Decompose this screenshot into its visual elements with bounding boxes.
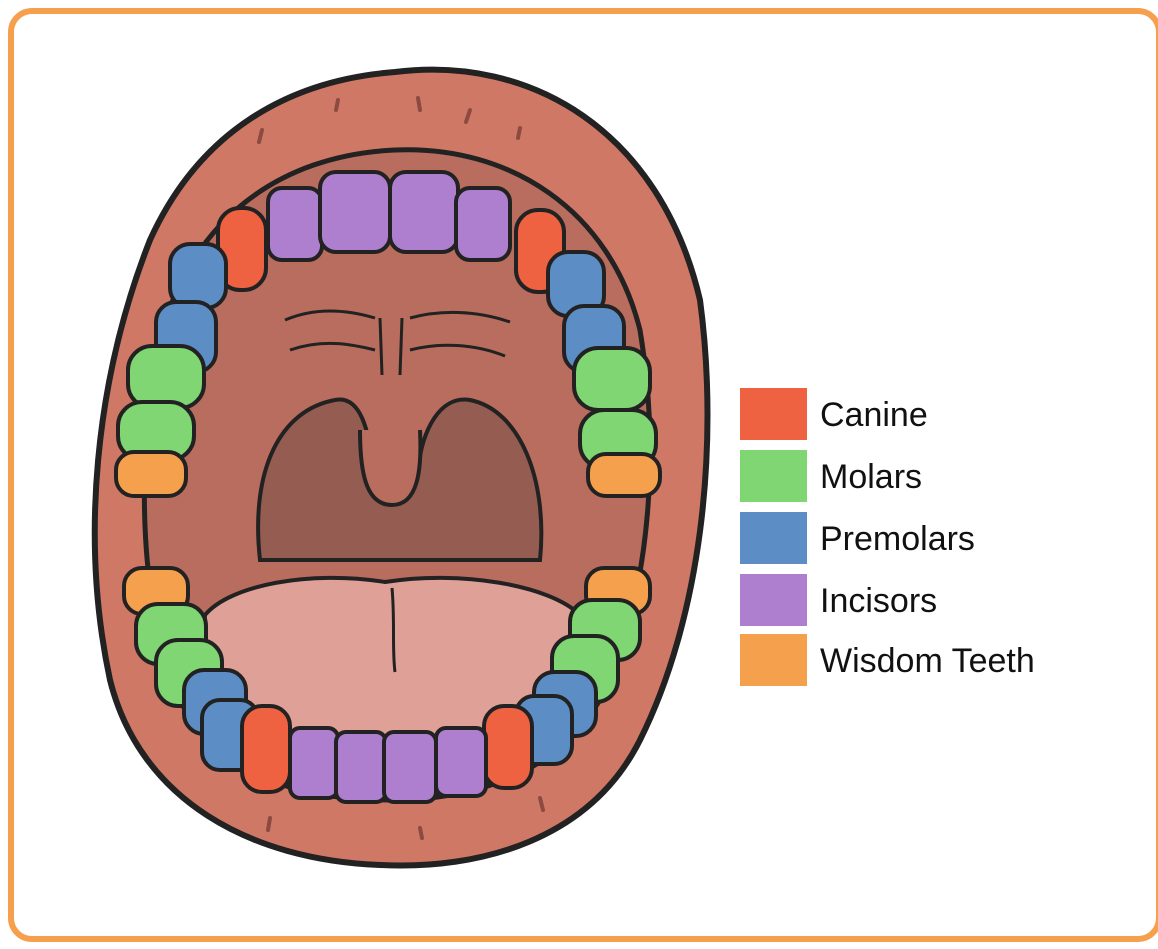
legend-label: Wisdom Teeth [820,641,1035,681]
legend-label: Molars [820,457,922,497]
upper-incisor-tooth [268,188,322,260]
upper-molar-tooth [128,346,204,408]
legend-swatch [740,634,807,686]
uvula [360,430,420,505]
upper-incisor-tooth [456,188,510,260]
lower-incisor-tooth [336,732,386,802]
legend-item-incisors: Incisors [740,574,1158,626]
legend-item-wisdom-teeth: Wisdom Teeth [740,634,1158,686]
legend-item-premolars: Premolars [740,512,1158,564]
lower-incisor-tooth [436,728,486,796]
legend-item-canine: Canine [740,388,1158,440]
lower-canine-tooth [484,706,532,788]
upper-incisor-tooth [390,172,458,252]
legend-item-molars: Molars [740,450,1158,502]
upper-wisdom-tooth [116,452,186,496]
upper-wisdom-tooth [588,454,660,496]
lower-incisor-tooth [384,732,436,802]
lower-canine-tooth [242,706,290,792]
legend-swatch [740,574,807,626]
legend-swatch [740,450,807,502]
legend-label: Premolars [820,519,975,559]
legend-swatch [740,388,807,440]
lower-incisor-tooth [290,728,338,798]
lower-incisors [290,728,486,802]
upper-premolar-tooth [170,244,226,308]
legend-label: Canine [820,395,928,435]
upper-incisor-tooth [320,172,390,252]
legend-swatch [740,512,807,564]
legend-label: Incisors [820,581,937,621]
upper-molar-tooth [574,348,650,410]
